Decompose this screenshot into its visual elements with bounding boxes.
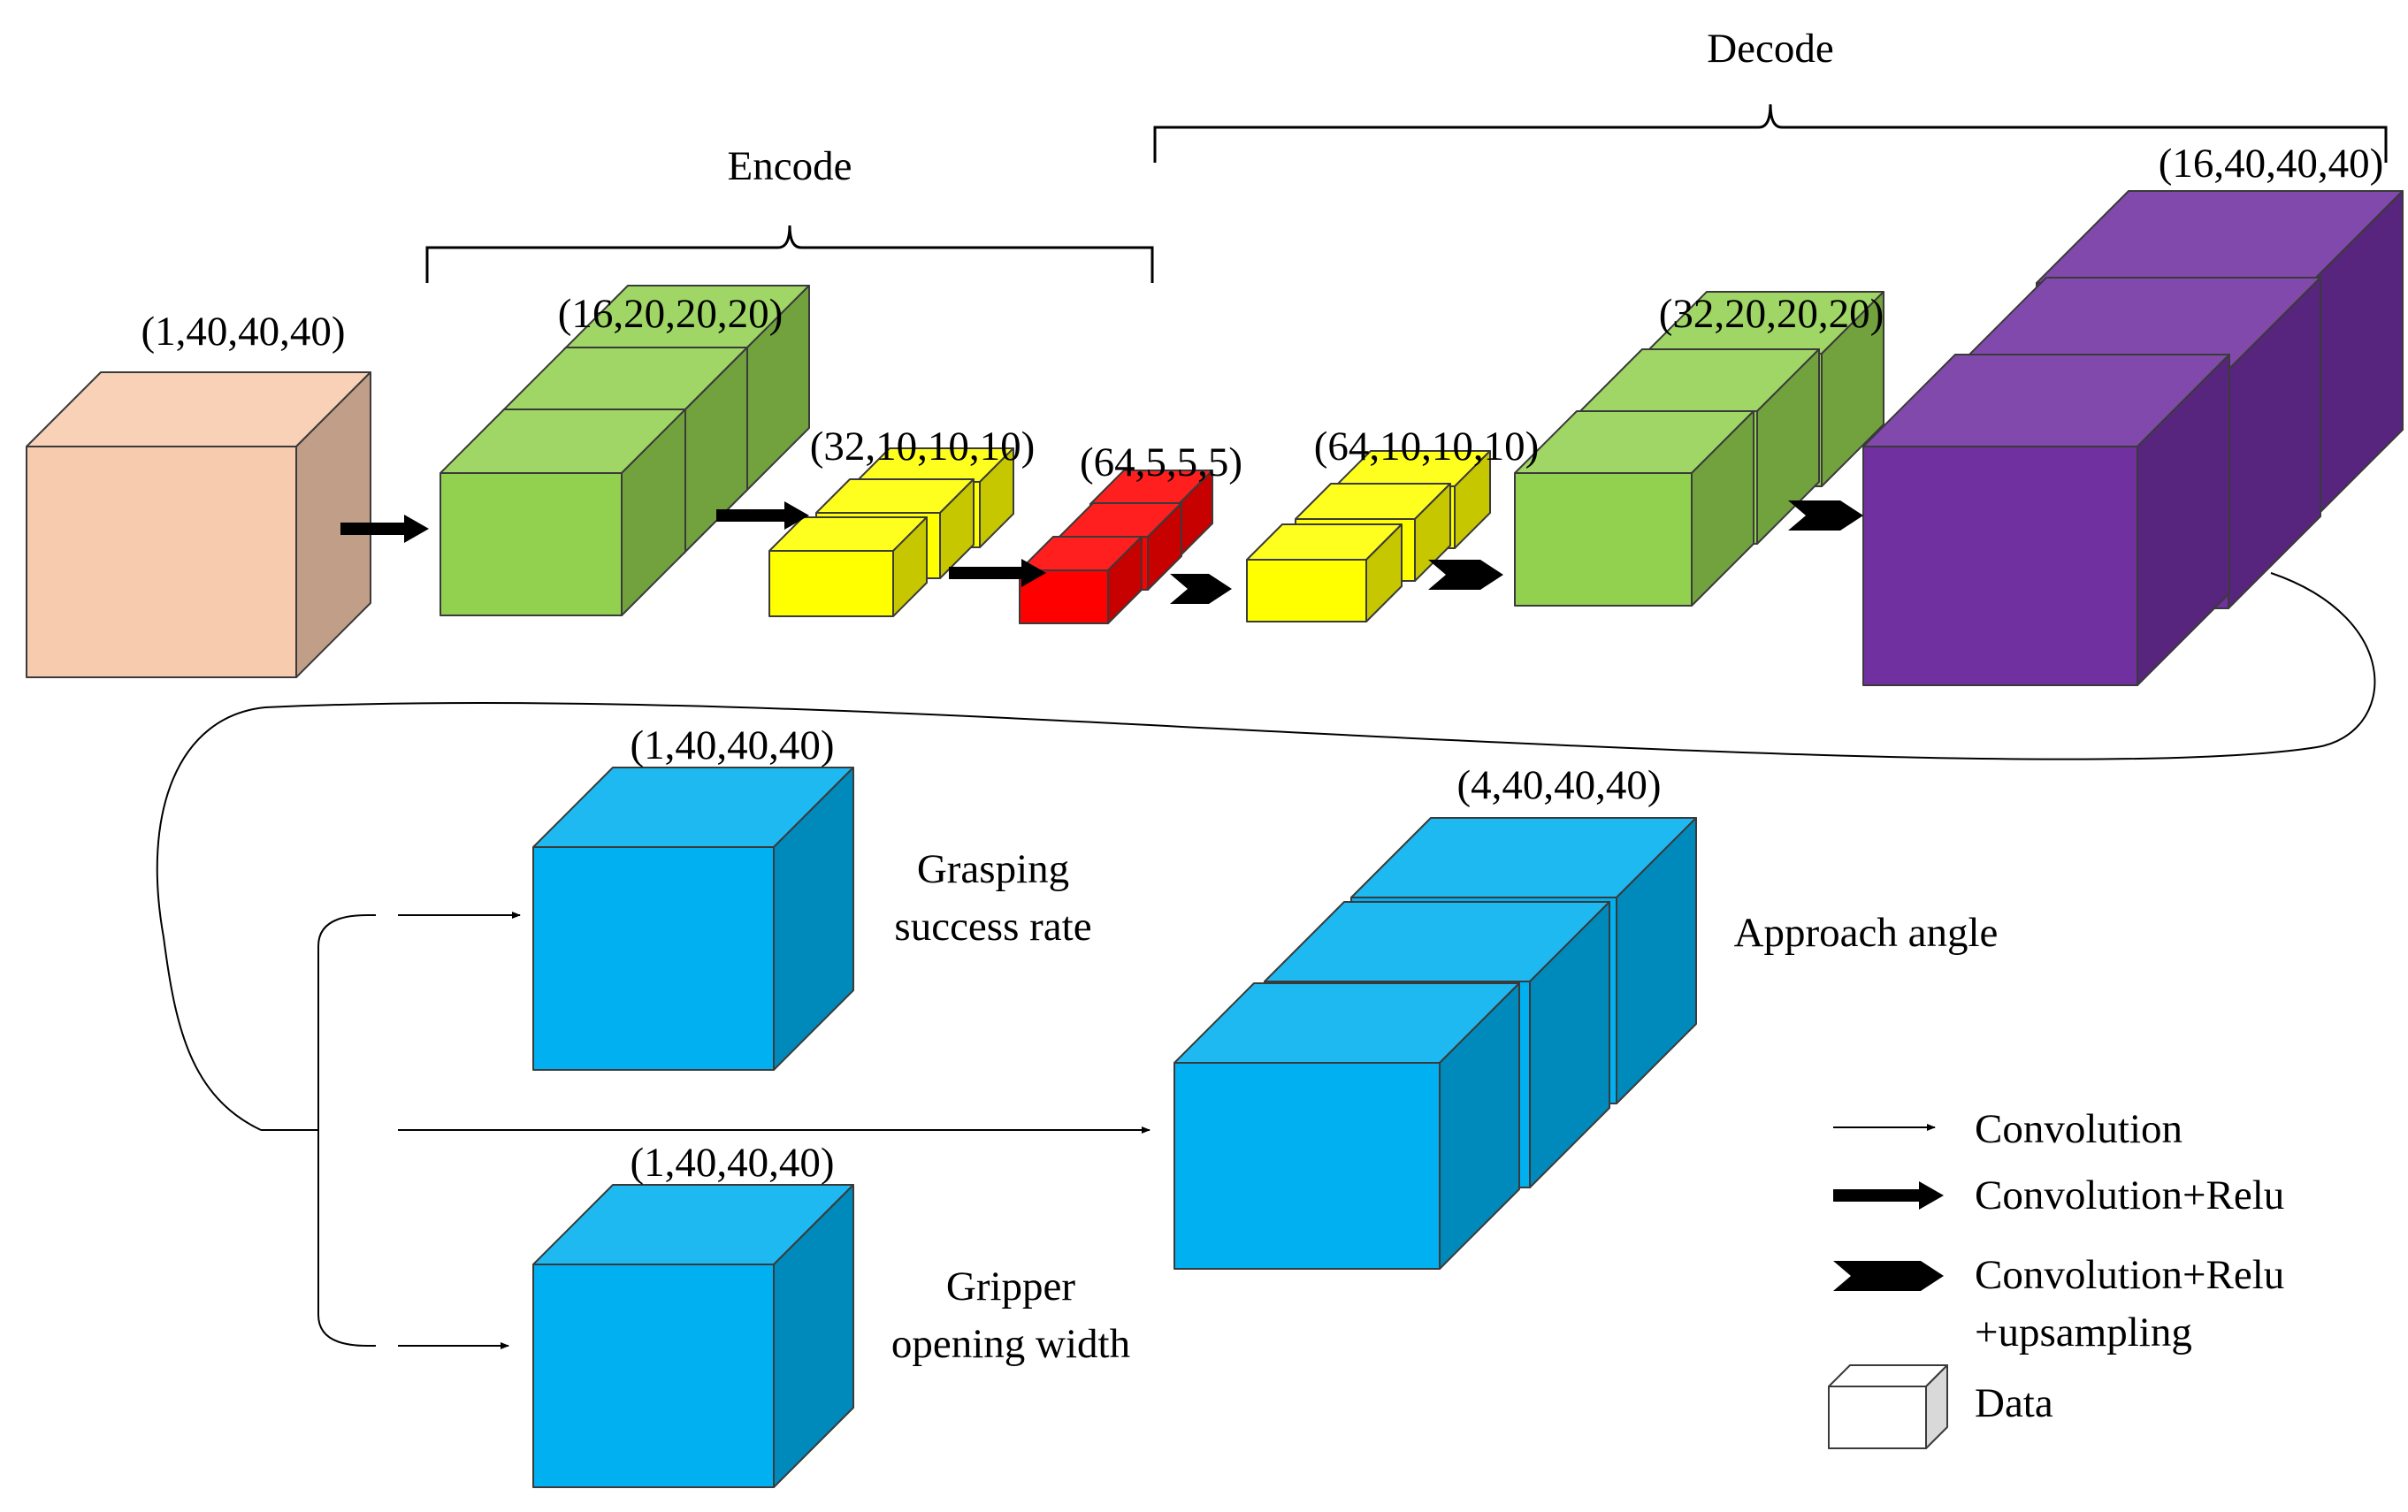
approach-angle-label: Approach angle: [1734, 910, 1999, 956]
legend-conv-relu-upsampling-label: +upsampling: [1975, 1310, 2192, 1355]
cube-front-face: [1173, 1062, 1441, 1270]
legend-data-label: Data: [1975, 1380, 2053, 1426]
legend-conv-relu-upsampling-arrow: [1833, 1261, 1944, 1291]
cube-front-face: [532, 1264, 775, 1488]
legend-conv-relu-upsampling-label: Convolution+Relu: [1975, 1252, 2284, 1298]
encoder-conv2-block: [768, 447, 1014, 617]
dec1-shape-label: (64,10,10,10): [1314, 424, 1540, 470]
conv-relu-upsampling-arrow: [1428, 560, 1503, 590]
conv-relu-upsampling-arrow: [1170, 574, 1232, 604]
success-rate-label: success rate: [894, 904, 1091, 950]
success-rate-label: Grasping: [917, 846, 1069, 892]
legend-convolution-label: Convolution: [1975, 1106, 2182, 1152]
cube-side-face: [1691, 410, 1754, 607]
cube-front-face: [1246, 559, 1367, 622]
decode-label: Decode: [1707, 26, 1834, 72]
cube-side-face: [621, 409, 686, 616]
cube-side-face: [1454, 450, 1491, 549]
decoder-conv3-block: [1862, 190, 2404, 686]
gripper-width-label: Gripper: [946, 1264, 1076, 1310]
input-shape-label: (1,40,40,40): [141, 309, 345, 355]
cube-side-face: [1107, 536, 1143, 624]
cube-side-face: [773, 767, 854, 1071]
cube-front-face: [1514, 472, 1693, 607]
cube-side-face: [1821, 291, 1884, 487]
gripper-width-output-block: [532, 1184, 854, 1488]
decoder-conv1-block: [1246, 450, 1491, 622]
cube-front-face: [768, 550, 894, 617]
gripper-width-label: opening width: [891, 1321, 1130, 1367]
enc1-shape-label: (16,20,20,20): [558, 291, 784, 337]
legend-data-cube: [1828, 1364, 1948, 1449]
bottleneck-block: [1019, 470, 1213, 624]
decoder-output-flow-line: [156, 572, 2376, 1131]
decode-bracket: [1153, 103, 2388, 163]
cube-front-face: [1862, 446, 2138, 686]
conv-relu-arrow: [716, 501, 809, 530]
success-rate-output-block: [532, 767, 854, 1071]
width-shape-label: (1,40,40,40): [630, 1140, 834, 1186]
cube-side-face: [892, 516, 928, 617]
cube-side-face: [2137, 354, 2230, 686]
cube-front-face: [1828, 1386, 1927, 1449]
cube-side-face: [1616, 817, 1697, 1104]
cube-side-face: [295, 371, 371, 678]
cube-side-face: [979, 447, 1014, 548]
encoder-conv1-block: [440, 285, 810, 616]
cube-front-face: [440, 472, 623, 616]
angle-shape-label: (4,40,40,40): [1456, 762, 1661, 808]
legend-conv-relu-label: Convolution+Relu: [1975, 1172, 2284, 1218]
cube-side-face: [1365, 523, 1403, 622]
cube-side-face: [1529, 901, 1610, 1188]
chevron-arrow-shape: [1170, 574, 1232, 604]
conv-relu-upsampling-arrow: [1788, 500, 1863, 531]
conv-relu-arrow: [340, 515, 429, 543]
cube-side-face: [1414, 483, 1451, 582]
chevron-arrow-shape: [1833, 1261, 1944, 1291]
bold-arrow-shape: [340, 515, 429, 543]
conv-relu-arrow: [949, 559, 1046, 587]
decoder-conv2-block: [1514, 291, 1884, 607]
legend-conv-relu-arrow: [1833, 1181, 1944, 1210]
cube-side-face: [939, 478, 975, 579]
dec2-shape-label: (32,20,20,20): [1659, 291, 1884, 337]
dec3-shape-label: (16,40,40,40): [2159, 141, 2384, 187]
encode-label: Encode: [728, 143, 852, 189]
legend: Convolution Convolution+Relu Convolution…: [1828, 1106, 2284, 1449]
input-tensor-block: [26, 371, 371, 678]
cube-side-face: [1439, 982, 1520, 1270]
chevron-arrow-shape: [1788, 500, 1863, 531]
success-shape-label: (1,40,40,40): [630, 722, 834, 768]
bold-arrow-shape: [949, 559, 1046, 587]
chevron-arrow-shape: [1428, 560, 1503, 590]
bold-arrow-shape: [1833, 1181, 1944, 1210]
approach-angle-output-block: [1173, 817, 1697, 1270]
cube-front-face: [26, 446, 297, 678]
cube-side-face: [1756, 348, 1820, 545]
enc2-shape-label: (32,10,10,10): [810, 424, 1036, 470]
cube-side-face: [1925, 1364, 1948, 1449]
cube-side-face: [1147, 502, 1182, 591]
bottleneck-shape-label: (64,5,5,5): [1080, 439, 1242, 485]
cube-front-face: [532, 846, 775, 1071]
encode-bracket: [425, 225, 1154, 283]
bold-arrow-shape: [716, 501, 809, 530]
cube-side-face: [773, 1184, 854, 1488]
output-split-brace: [261, 914, 376, 1347]
